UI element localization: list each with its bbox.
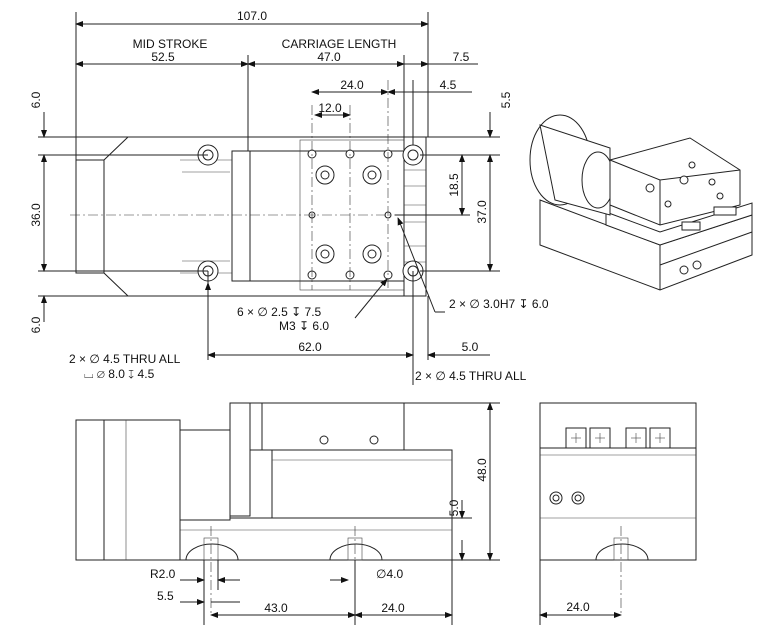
dim-left-36: 36.0 — [29, 203, 43, 227]
dim-pitch-12: 12.0 — [318, 101, 342, 115]
note-cbore: ⌴ ∅ 8.0 ↧ 4.5 — [84, 367, 155, 381]
dim-overall-length: 107.0 — [237, 9, 267, 23]
note-tapped-1: 6 × ∅ 2.5 ↧ 7.5 — [237, 305, 322, 319]
mid-stroke-label: MID STROKE — [133, 37, 208, 51]
dim-end-24: 24.0 — [566, 600, 590, 614]
socket-screws — [315, 165, 382, 264]
dim-height-48: 48.0 — [475, 458, 489, 482]
dim-hole-185: 18.5 — [447, 173, 461, 197]
motor-body — [75, 159, 105, 274]
dim-b24: 24.0 — [381, 601, 405, 615]
right-dimensions — [395, 112, 500, 272]
dim-end-offset: 7.5 — [453, 50, 470, 64]
dim-hole-37: 37.0 — [475, 200, 489, 224]
top-dimensions — [75, 12, 478, 160]
dim-offset-45: 4.5 — [440, 78, 457, 92]
carriage-length-label: CARRIAGE LENGTH — [282, 37, 397, 51]
isometric-view — [529, 114, 753, 291]
dim-pitch-24: 24.0 — [340, 78, 364, 92]
dim-mid-stroke: 52.5 — [151, 50, 175, 64]
top-view — [70, 80, 432, 297]
dim-r2: R2.0 — [150, 567, 176, 581]
note-tapped-2: M3 ↧ 6.0 — [279, 319, 329, 333]
leaders — [205, 217, 445, 360]
dim-height-5: 5.0 — [447, 499, 461, 516]
dim-hole-spacing: 62.0 — [298, 340, 322, 354]
dim-offset-55: 5.5 — [499, 91, 513, 108]
end-body — [539, 447, 697, 561]
dim-left-6-bottom: 6.0 — [29, 316, 43, 333]
dim-left-6-top: 6.0 — [29, 91, 43, 108]
left-dimensions — [38, 112, 208, 322]
dim-carriage-length: 47.0 — [317, 50, 341, 64]
note-dowel: 2 × ∅ 3.0H7 ↧ 6.0 — [449, 297, 549, 311]
note-thru-2: 2 × ∅ 4.5 THRU ALL — [415, 369, 527, 383]
front-view — [75, 402, 453, 615]
dim-b55: 5.5 — [157, 589, 174, 603]
end-view — [539, 402, 697, 625]
dim-end-5: 5.0 — [462, 340, 479, 354]
dim-d4: ∅4.0 — [376, 567, 403, 581]
front-dimensions — [180, 402, 500, 625]
dim-b43: 43.0 — [264, 601, 288, 615]
note-thru-1: 2 × ∅ 4.5 THRU ALL — [69, 352, 181, 366]
